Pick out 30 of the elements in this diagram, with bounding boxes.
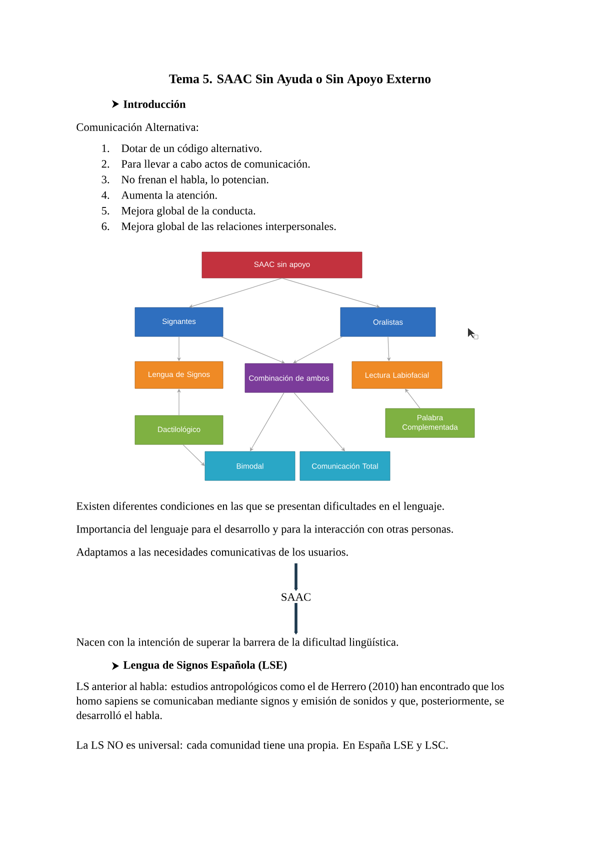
list-number: 4. (102, 191, 110, 199)
list-number: 2. (102, 160, 110, 168)
section-heading: Introducción (124, 100, 186, 108)
paragraph: Adaptamos a las necesidades comunicativas de los usuarios. (76, 548, 348, 558)
list-item: Aumenta la atención. (121, 190, 217, 199)
arrow (182, 444, 205, 466)
list-item: Mejora global de las relaciones interpersonales. (122, 222, 336, 232)
list-item: Dotar de un código alternativo. (122, 144, 262, 154)
paragraph: La LS NO es universal: cada comunidad tiene una propia. En España LSE y LSC. (76, 740, 448, 752)
paragraph: Existen diferentes condiciones en las que se presentan dificultades en el lenguaje. (76, 502, 444, 512)
flow-text: SAAC (282, 593, 310, 601)
list-number: 6. (102, 222, 110, 230)
paragraph: Importancia del lenguaje para el desarrollo y para la interacción con otras personas. (76, 524, 453, 536)
list-number: 5. (102, 207, 110, 215)
arrow (220, 336, 285, 364)
arrow (405, 388, 420, 409)
list-item: Mejora global de la conducta. (122, 206, 256, 217)
list-number: 3. (102, 176, 110, 184)
paragraph: Comunicación Alternativa: (76, 123, 198, 131)
arrow (189, 278, 282, 308)
list-item: No frenan el habla, lo potencian. (122, 175, 268, 186)
arrow (294, 392, 345, 452)
arrow (293, 336, 343, 364)
paragraph: LS anterior al habla: estudios antropológicos como el de Herrero (2010) han encontrado que los homo sapiens se comunicaban mediante signos y emisión de sonidos y que, posteriormente, se desarrolló el habla. (76, 682, 504, 720)
list-item: Para llevar a cabo actos de comunicación. (122, 160, 310, 168)
section-heading: Lengua de Signos Española (LSE) (123, 660, 287, 672)
arrow (250, 392, 284, 452)
paragraph: Nacen con la intención de superar la barrera de la dificultad lingüística. (76, 638, 398, 648)
title: Tema 5. SAAC Sin Ayuda o Sin Apoyo Externo (169, 74, 431, 86)
list-number: 1. (102, 144, 110, 152)
